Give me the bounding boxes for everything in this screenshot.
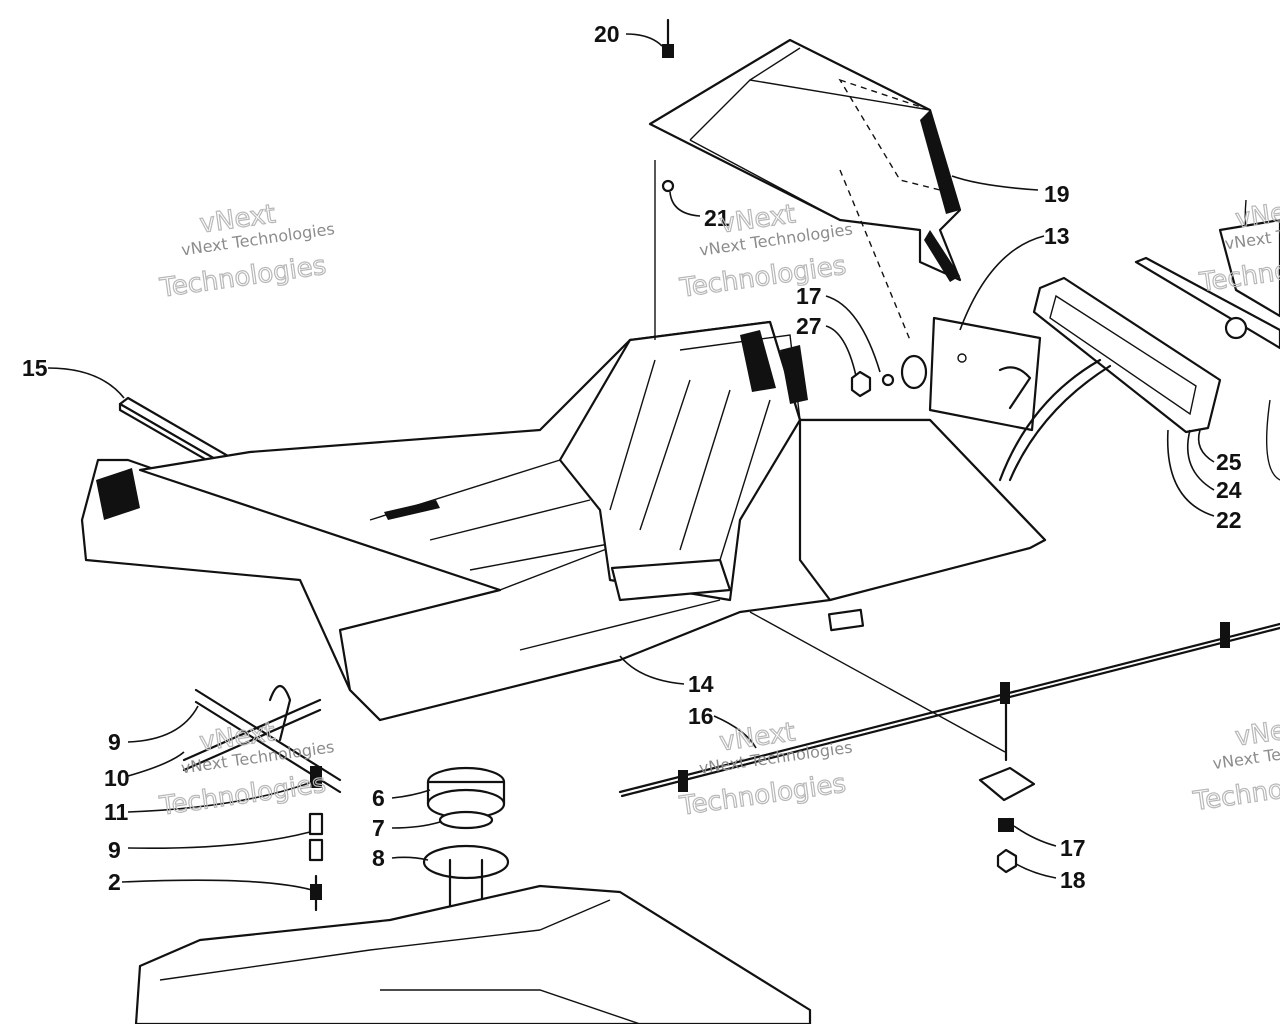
part-14-seat-base [80, 320, 1047, 722]
mount-line [749, 611, 1006, 753]
callout-19: 19 [1044, 181, 1070, 207]
callout-27: 27 [796, 313, 822, 339]
callout-14: 14 [688, 671, 714, 697]
cover-guide-line [839, 169, 911, 341]
part-22-24-25-light [998, 199, 1280, 482]
callout-13: 13 [1044, 223, 1070, 249]
callout-24: 24 [1216, 477, 1242, 503]
callout-18: 18 [1060, 867, 1086, 893]
watermark-3: vNext vNext Technologies Technologies [157, 717, 336, 823]
callout-6: 6 [372, 785, 385, 811]
part-17-18-mount [978, 698, 1036, 874]
callout-11: 11 [104, 799, 129, 825]
part-13-bracket [928, 316, 1042, 432]
watermark-1: vNext vNext Technologies Technologies [157, 199, 336, 305]
callout-20: 20 [594, 21, 620, 47]
part-20-screw [662, 18, 674, 58]
callout-8: 8 [372, 845, 385, 871]
callout-16: 16 [688, 703, 714, 729]
callout-labels: 20 21 19 13 17 27 15 14 16 25 24 22 9 10… [22, 21, 1242, 895]
callout-9-bottom: 9 [108, 837, 121, 863]
fuel-tank [134, 884, 812, 1024]
callout-21: 21 [704, 205, 730, 231]
svg-text:Technologies: Technologies [1191, 764, 1280, 817]
part-21-nut [661, 179, 675, 193]
part-16-cable [618, 622, 1280, 798]
part-9-10-11-2-fittings [182, 684, 342, 943]
watermark-6: vNext vNext Technologies Technologies [1190, 712, 1280, 818]
callout-9-top: 9 [108, 729, 121, 755]
callout-7: 7 [372, 815, 385, 841]
callout-15: 15 [22, 355, 48, 381]
callout-25: 25 [1216, 449, 1242, 475]
watermark-5: vNext vNext Technologies Technologies [1196, 194, 1280, 299]
callout-22: 22 [1216, 507, 1242, 533]
part-19-cover [648, 38, 962, 282]
callout-2: 2 [108, 869, 121, 895]
leader-lines [47, 33, 1215, 891]
part-17-27-hardware [850, 354, 928, 398]
callout-17: 17 [796, 283, 822, 309]
callout-10: 10 [104, 765, 130, 791]
callout-17-bottom: 17 [1060, 835, 1086, 861]
